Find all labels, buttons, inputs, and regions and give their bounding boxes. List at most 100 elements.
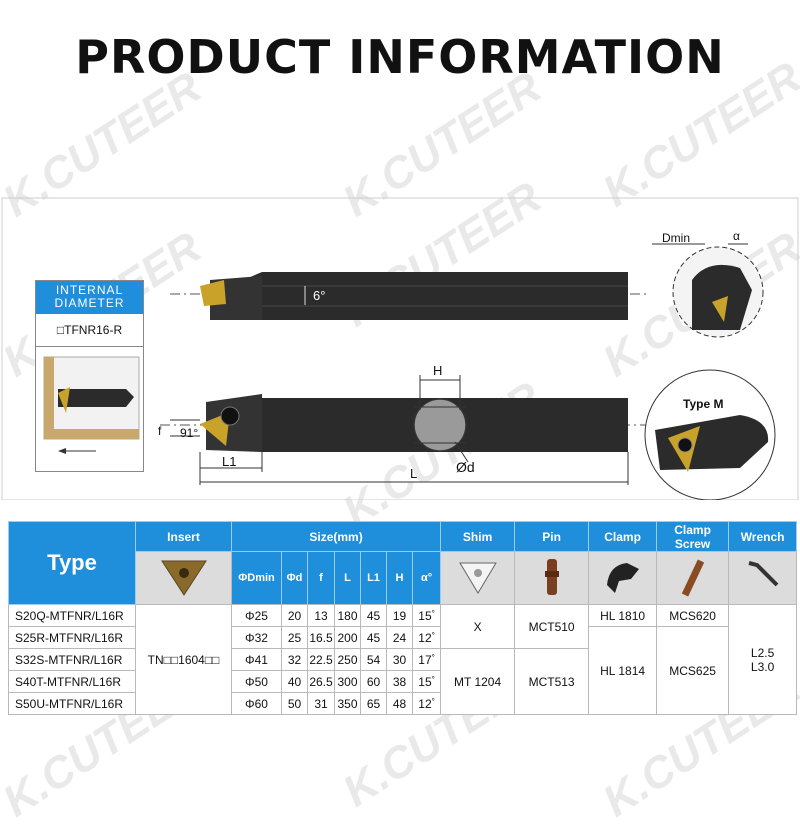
d-cell: 20 xyxy=(281,604,308,627)
H-cell: 48 xyxy=(386,692,413,715)
dmin-cell: Φ60 xyxy=(231,692,282,715)
model-cell: S25R-MTFNR/L16R xyxy=(8,626,136,649)
f-label: f xyxy=(158,424,162,438)
shim-image xyxy=(440,551,516,605)
f-cell: 31 xyxy=(307,692,335,715)
sub-H: H xyxy=(386,551,413,605)
H-cell: 30 xyxy=(386,648,413,671)
H-label: H xyxy=(433,363,442,378)
clamp-screw-header-line1: Clamp xyxy=(674,522,711,537)
pin-cell: MCT513 xyxy=(514,648,590,715)
L-cell: 350 xyxy=(334,692,361,715)
spec-table: Type Insert Size(mm) Shim Pin Clamp Clam… xyxy=(8,521,798,715)
internal-diameter-heading: INTERNAL DIAMETER xyxy=(36,281,143,314)
alpha-cell: 15° xyxy=(411,604,442,627)
clamp-image xyxy=(588,551,658,605)
L-cell: 180 xyxy=(334,604,361,627)
model-cell: S50U-MTFNR/L16R xyxy=(8,692,136,715)
wrench-value-2: L3.0 xyxy=(750,659,775,674)
dmin-cell: Φ32 xyxy=(231,626,282,649)
heading-line-1: INTERNAL xyxy=(55,283,124,297)
clamp-screw-cell: MCS620 xyxy=(656,604,730,627)
L-cell: 300 xyxy=(334,670,361,693)
angle-6-label: 6° xyxy=(313,288,325,303)
dmin-label: Dmin xyxy=(662,231,690,245)
sub-L: L xyxy=(334,551,361,605)
table-row: S50U-MTFNR/L16R Φ60 50 31 350 65 48 12° xyxy=(8,692,797,715)
L-label: L xyxy=(410,466,417,481)
wrench-header: Wrench xyxy=(728,521,798,552)
L1-cell: 65 xyxy=(360,692,387,715)
shim-cell: X xyxy=(440,604,516,649)
f-cell: 13 xyxy=(307,604,335,627)
clamp-screw-cell: MCS625 xyxy=(656,626,730,715)
clamp-icon xyxy=(606,562,639,593)
L1-cell: 45 xyxy=(360,604,387,627)
L1-cell: 60 xyxy=(360,670,387,693)
sub-f: f xyxy=(307,551,335,605)
model-cell: S32S-MTFNR/L16R xyxy=(8,648,136,671)
pin-cell: MCT510 xyxy=(514,604,590,649)
alpha-cell: 12° xyxy=(411,692,442,715)
insert-header: Insert xyxy=(135,521,232,552)
clamp-cell: HL 1814 xyxy=(588,626,658,715)
pin-icon xyxy=(544,558,559,595)
wrench-image xyxy=(728,551,798,605)
angle-91-label: 91° xyxy=(180,426,198,440)
type-header: Type xyxy=(8,521,136,605)
pin-image xyxy=(514,551,590,605)
table-row: S25R-MTFNR/L16R Φ32 25 16.5 200 45 24 12… xyxy=(8,626,797,715)
shim-header: Shim xyxy=(440,521,516,552)
clamp-cell: HL 1810 xyxy=(588,604,658,627)
d-cell: 40 xyxy=(281,670,308,693)
heading-line-2: DIAMETER xyxy=(54,296,125,310)
d-cell: 32 xyxy=(281,648,308,671)
internal-diameter-box: INTERNAL DIAMETER □TFNR16-R xyxy=(35,280,144,472)
d-cell: 25 xyxy=(281,626,308,649)
model-cell: S20Q-MTFNR/L16R xyxy=(8,604,136,627)
H-cell: 24 xyxy=(386,626,413,649)
insert-image xyxy=(135,551,232,605)
type-m-detail: Type M xyxy=(644,369,776,500)
tool-drawing: 6° H Ød f 91° L1 L Dmin α xyxy=(1,197,799,500)
sub-d: Φd xyxy=(281,551,308,605)
sub-alpha: α° xyxy=(411,551,442,605)
d-label: Ød xyxy=(456,459,475,475)
d-cell: 50 xyxy=(281,692,308,715)
L-cell: 200 xyxy=(334,626,361,649)
sub-dmin: ΦDmin xyxy=(231,551,282,605)
alpha-label: α xyxy=(733,229,740,243)
wrench-cell: L2.5 L3.0 xyxy=(728,604,798,715)
alpha-cell: 12° xyxy=(411,626,442,649)
f-cell: 16.5 xyxy=(307,626,335,649)
dmin-cell: Φ50 xyxy=(231,670,282,693)
L1-label: L1 xyxy=(222,454,236,469)
wrench-icon xyxy=(748,560,779,586)
shim-cell: MT 1204 xyxy=(440,648,516,715)
L1-cell: 45 xyxy=(360,626,387,649)
shim-icon xyxy=(458,562,497,594)
tool-code: □TFNR16-R xyxy=(36,314,143,347)
pin-header: Pin xyxy=(514,521,590,552)
alpha-cell: 17° xyxy=(411,648,442,671)
top-view-bar: 6° xyxy=(170,272,650,320)
type-m-label: Type M xyxy=(683,397,723,411)
clamp-screw-header-line2: Screw xyxy=(674,536,711,551)
f-cell: 22.5 xyxy=(307,648,335,671)
f-cell: 26.5 xyxy=(307,670,335,693)
clamp-screw-icon xyxy=(681,559,704,596)
dmin-cell: Φ25 xyxy=(231,604,282,627)
alpha-cell: 15° xyxy=(411,670,442,693)
clamp-screw-image xyxy=(656,551,730,605)
clamp-header: Clamp xyxy=(588,521,658,552)
insert-cell: TN□□1604□□ xyxy=(135,604,232,715)
size-header: Size(mm) xyxy=(230,521,442,552)
H-cell: 19 xyxy=(386,604,413,627)
dmin-detail: Dmin α xyxy=(652,229,764,338)
table-row: S20Q-MTFNR/L16R TN□□1604□□ Φ25 20 13 180… xyxy=(8,604,798,715)
wrench-value-1: L2.5 xyxy=(750,645,775,660)
clamp-screw-header: Clamp Screw xyxy=(656,521,730,552)
L1-cell: 54 xyxy=(360,648,387,671)
page-title: PRODUCT INFORMATION xyxy=(75,30,725,84)
bore-illustration xyxy=(43,356,140,454)
